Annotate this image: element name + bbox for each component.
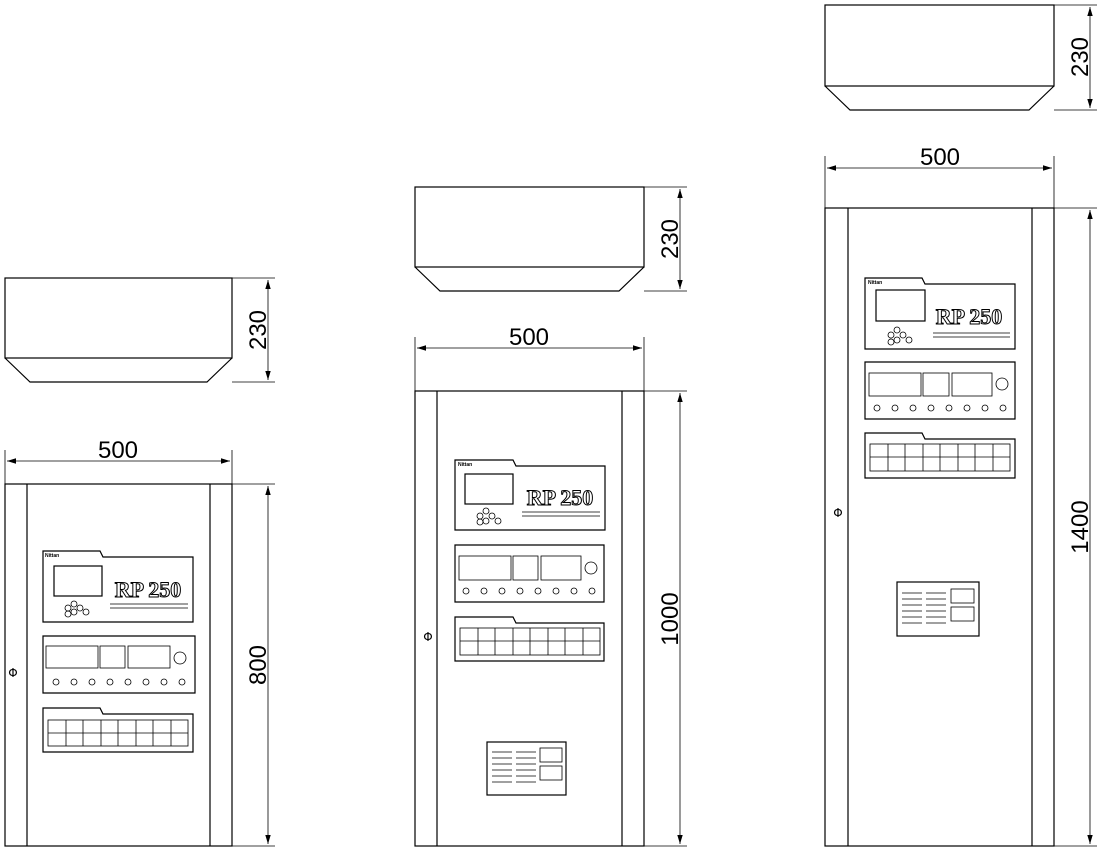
- width-dim-800: 500: [4, 437, 233, 484]
- indicator-panel-800: [42, 635, 196, 694]
- height-dim-1400: 1400: [1054, 207, 1097, 847]
- model-label-1400: RP 250: [936, 304, 1003, 329]
- indicator-panel-1000: [454, 544, 605, 603]
- depth-label-1400: 230: [1067, 37, 1094, 77]
- depth-label-1000: 230: [657, 219, 684, 259]
- control-panel-800: Nittan RP 250: [42, 550, 194, 623]
- width-label-1000: 500: [509, 324, 549, 351]
- height-label-800: 800: [245, 645, 272, 685]
- top-view-1400: 230: [824, 4, 1097, 111]
- top-view-800: 230: [4, 277, 275, 383]
- cabinet-1400: 230 500 Φ Nittan RP 250: [824, 4, 1097, 847]
- height-dim-800: 800: [232, 483, 275, 847]
- depth-label-800: 230: [245, 310, 272, 350]
- height-label-1000: 1000: [657, 592, 684, 645]
- zone-panel-1400: [864, 432, 1016, 479]
- control-panel-1400: Nittan RP 250: [864, 277, 1016, 350]
- height-label-1400: 1400: [1067, 500, 1094, 553]
- door-handle-icon: Φ: [833, 506, 842, 520]
- cabinet-800: 230 500 Φ Nittan RP 250: [4, 277, 275, 847]
- height-dim-1000: 1000: [644, 390, 687, 847]
- top-view-1000: 230: [414, 186, 687, 292]
- zone-panel-800: [42, 707, 194, 753]
- instruction-label-1000: [486, 741, 567, 796]
- front-view-800: Φ Nittan RP 250: [4, 483, 233, 847]
- brand-label-1400: Nittan: [868, 280, 882, 286]
- cabinet-1000: 230 500 Φ Nittan RP 250: [414, 186, 687, 847]
- brand-label-800: Nittan: [45, 553, 59, 559]
- model-label-1000: RP 250: [527, 485, 594, 510]
- zone-panel-1000: [454, 616, 605, 662]
- door-handle-icon: Φ: [423, 630, 432, 644]
- indicator-panel-1400: [864, 361, 1016, 420]
- brand-label-1000: Nittan: [458, 462, 472, 468]
- model-label-800: RP 250: [115, 577, 182, 602]
- front-view-1400: Φ Nittan RP 250: [824, 207, 1055, 847]
- width-label-1400: 500: [920, 144, 960, 171]
- control-panel-1000: Nittan RP 250: [454, 459, 606, 531]
- door-handle-icon: Φ: [8, 666, 17, 680]
- width-dim-1400: 500: [824, 144, 1055, 208]
- front-view-1000: Φ Nittan RP 250: [414, 390, 645, 847]
- width-dim-1000: 500: [414, 324, 645, 391]
- instruction-label-1400: [896, 581, 980, 637]
- width-label-800: 500: [98, 437, 138, 464]
